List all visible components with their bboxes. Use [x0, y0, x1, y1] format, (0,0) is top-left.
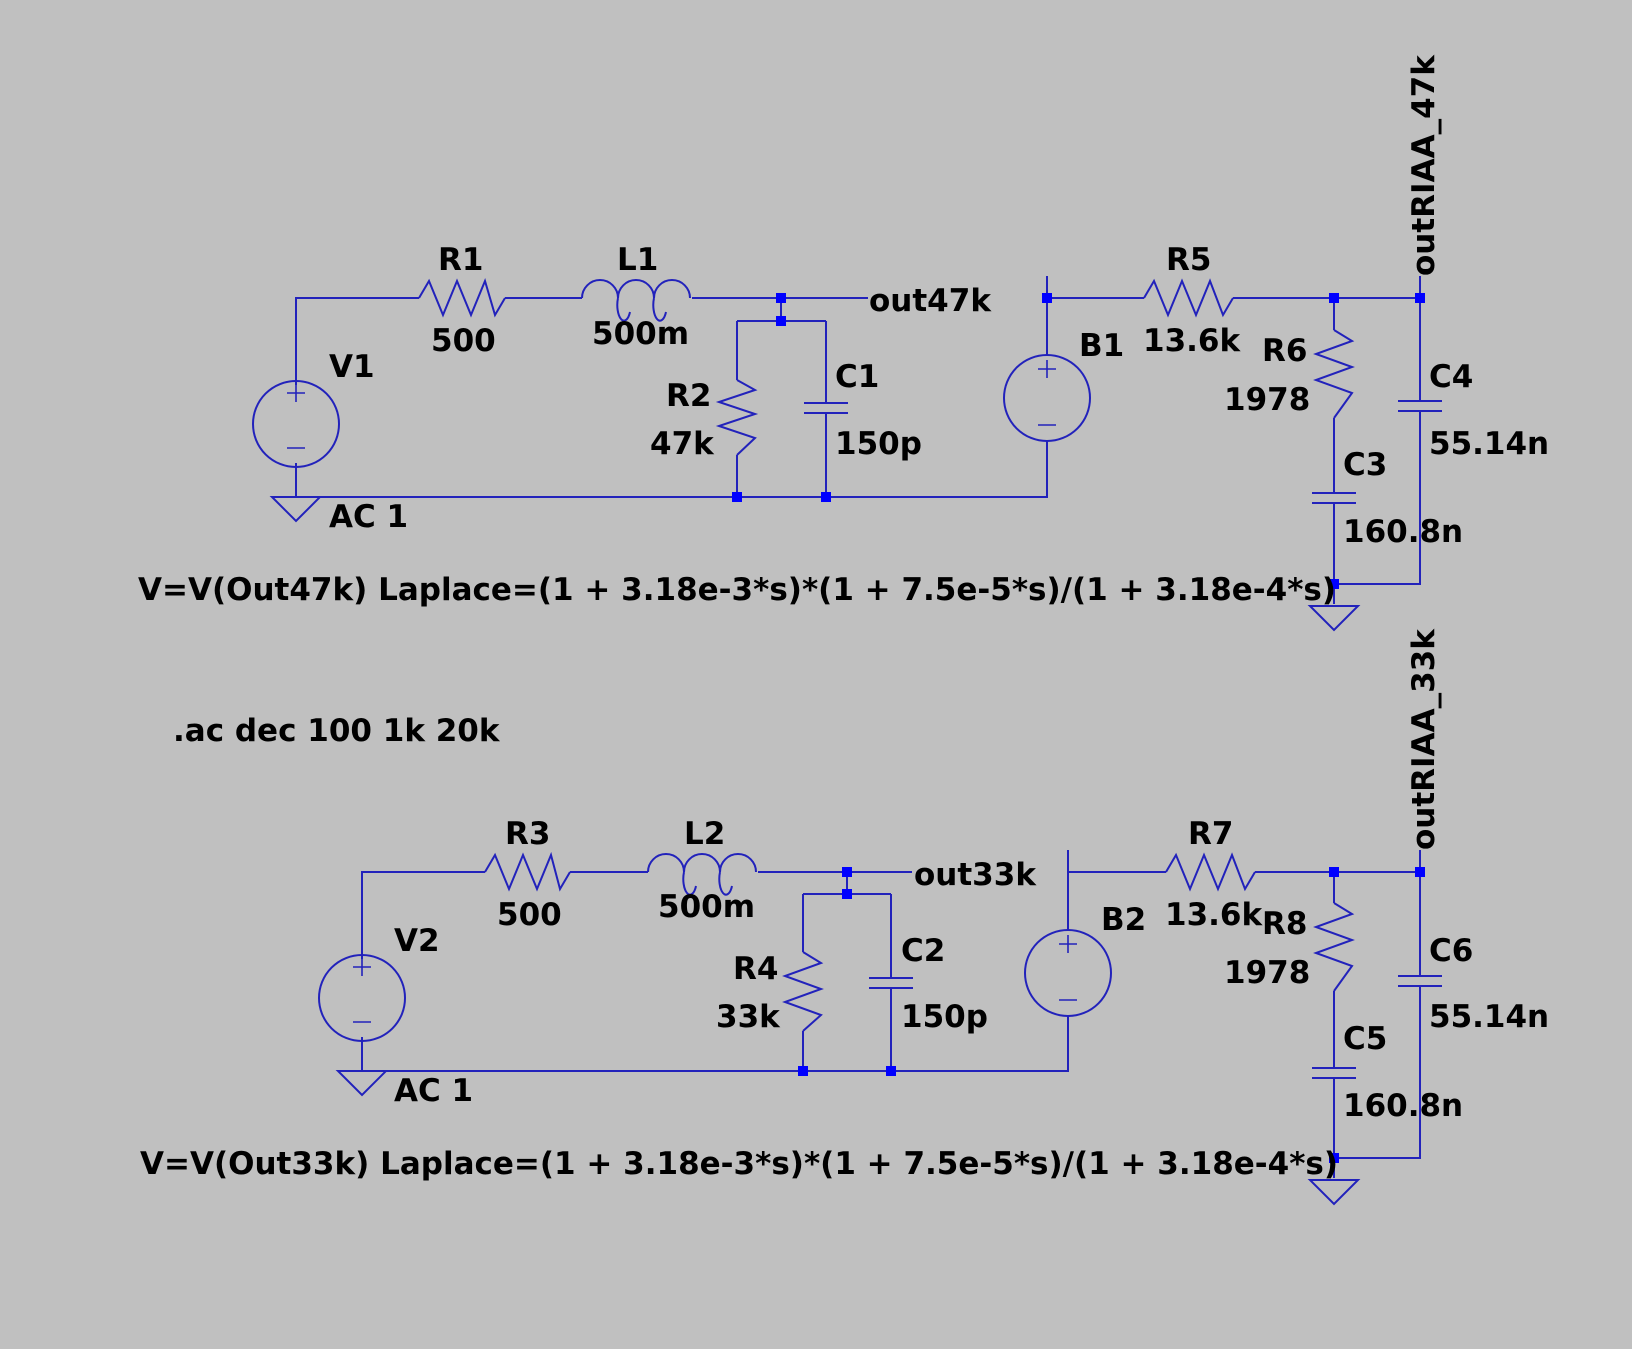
- r8-value: 1978: [1224, 955, 1310, 991]
- c2-ref: C2: [901, 933, 945, 969]
- resistor-r5[interactable]: [1143, 278, 1234, 318]
- behavioral-source-b2[interactable]: [1024, 929, 1112, 1017]
- inductor-l1[interactable]: [581, 279, 691, 322]
- resistor-r2[interactable]: [715, 379, 759, 456]
- junctions-47k: [732, 293, 1425, 589]
- v1-ref: V1: [329, 349, 375, 385]
- circuit-33k: R3 500 L2 500m out33k R4 33k C2 150p V2 …: [140, 628, 1549, 1206]
- resistor-r8[interactable]: [1313, 902, 1355, 992]
- capacitor-c3[interactable]: [1312, 492, 1356, 504]
- l2-ref: L2: [684, 816, 725, 852]
- r3-value: 500: [497, 897, 562, 933]
- resistor-r7[interactable]: [1165, 852, 1256, 892]
- v2-ref: V2: [394, 923, 440, 959]
- v1-value: AC 1: [329, 499, 408, 535]
- c1-ref: C1: [835, 359, 879, 395]
- c2-value: 150p: [901, 999, 988, 1035]
- net-label-out47k: out47k: [869, 283, 992, 319]
- l1-value: 500m: [592, 316, 689, 352]
- resistor-r3[interactable]: [484, 851, 571, 892]
- net-label-out33k: out33k: [914, 857, 1037, 893]
- resistor-r6[interactable]: [1313, 329, 1355, 419]
- r3-ref: R3: [505, 816, 550, 852]
- resistor-r1[interactable]: [418, 277, 506, 318]
- capacitor-c5[interactable]: [1312, 1067, 1356, 1079]
- c4-value: 55.14n: [1429, 426, 1549, 462]
- net-label-outriaa-33k: outRIAA_33k: [1406, 628, 1442, 850]
- b1-ref: B1: [1079, 328, 1124, 364]
- b2-expression: V=V(Out33k) Laplace=(1 + 3.18e-3*s)*(1 +…: [140, 1146, 1338, 1182]
- r7-value: 13.6k: [1165, 897, 1263, 933]
- r6-value: 1978: [1224, 382, 1310, 418]
- r1-ref: R1: [438, 242, 483, 278]
- behavioral-source-b1[interactable]: [1003, 354, 1091, 442]
- c3-value: 160.8n: [1343, 514, 1463, 550]
- circuit-47k: R1 500 L1 500m out47k R2 47k C1 150p V1 …: [138, 54, 1549, 632]
- ground-symbol-v1: [269, 496, 323, 523]
- c1-value: 150p: [835, 426, 922, 462]
- ground-symbol-c3: [1307, 605, 1361, 632]
- l1-ref: L1: [617, 242, 658, 278]
- c3-ref: C3: [1343, 447, 1387, 483]
- r4-ref: R4: [733, 951, 778, 987]
- voltage-source-v1[interactable]: [252, 380, 340, 468]
- ground-symbol-v2: [335, 1070, 389, 1097]
- c6-value: 55.14n: [1429, 999, 1549, 1035]
- r5-ref: R5: [1166, 242, 1211, 278]
- ground-symbol-c5: [1307, 1179, 1361, 1206]
- capacitor-c2[interactable]: [869, 977, 913, 989]
- capacitor-c1[interactable]: [804, 402, 848, 414]
- net-label-outriaa-47k: outRIAA_47k: [1406, 54, 1442, 276]
- r2-ref: R2: [666, 378, 711, 414]
- wires-33k: [361, 850, 1421, 1178]
- c6-ref: C6: [1429, 933, 1473, 969]
- r1-value: 500: [431, 323, 496, 359]
- resistor-r4[interactable]: [782, 951, 824, 1032]
- r4-value: 33k: [716, 999, 781, 1035]
- wires-47k: [295, 276, 1421, 604]
- c5-value: 160.8n: [1343, 1088, 1463, 1124]
- b1-expression: V=V(Out47k) Laplace=(1 + 3.18e-3*s)*(1 +…: [138, 572, 1336, 608]
- capacitor-c4[interactable]: [1398, 400, 1442, 412]
- r2-value: 47k: [650, 426, 715, 462]
- r8-ref: R8: [1262, 906, 1307, 942]
- c5-ref: C5: [1343, 1021, 1387, 1057]
- r6-ref: R6: [1262, 333, 1307, 369]
- v2-value: AC 1: [394, 1073, 473, 1109]
- r7-ref: R7: [1188, 816, 1233, 852]
- junctions-33k: [798, 867, 1425, 1163]
- spice-directive[interactable]: .ac dec 100 1k 20k: [173, 713, 501, 749]
- c4-ref: C4: [1429, 359, 1473, 395]
- voltage-source-v2[interactable]: [318, 954, 406, 1042]
- r5-value: 13.6k: [1143, 323, 1241, 359]
- capacitor-c6[interactable]: [1398, 975, 1442, 987]
- b2-ref: B2: [1101, 902, 1146, 938]
- inductor-l2[interactable]: [647, 853, 757, 896]
- l2-value: 500m: [658, 889, 755, 925]
